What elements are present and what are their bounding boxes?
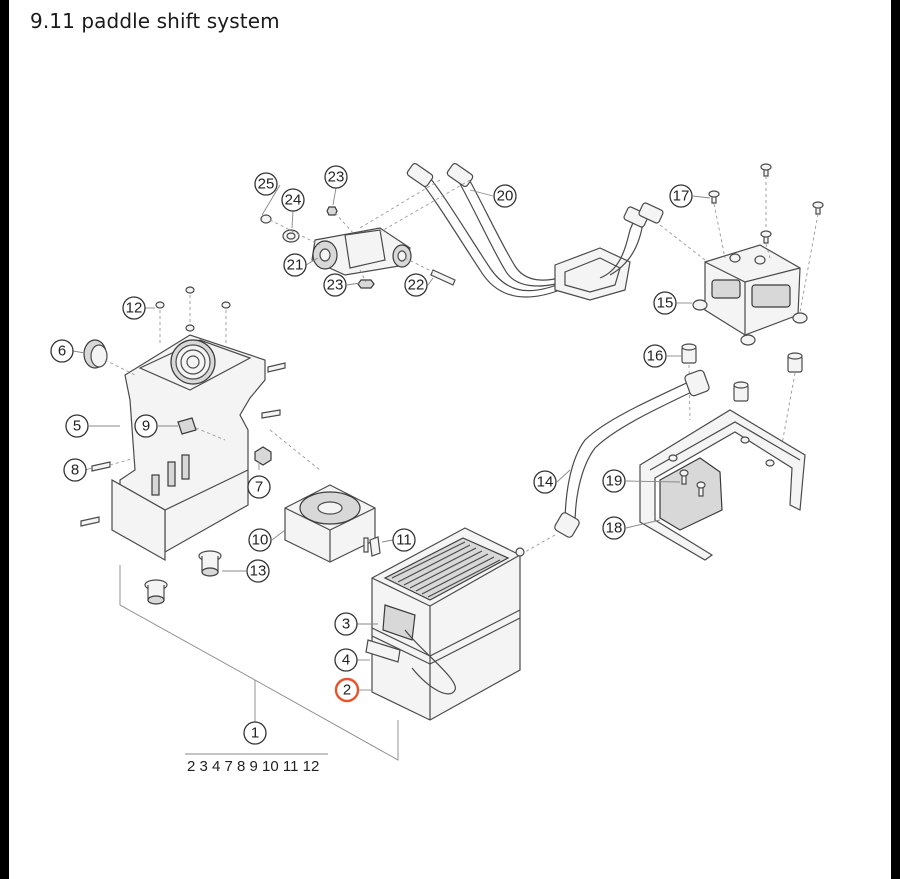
callout-15[interactable]: 15 [653,291,677,315]
mounting-bracket[interactable] [639,409,806,561]
hose-line[interactable] [524,369,710,553]
fan-bolt[interactable] [369,536,381,557]
callout-14-label: 14 [537,474,554,491]
callout-25-label: 25 [258,176,275,193]
callout-3-label: 3 [342,616,350,633]
callout-1-label: 1 [251,725,259,742]
callout-6[interactable]: 6 [50,339,74,363]
callout-23-bottom[interactable]: 23 [323,273,347,297]
callout-10[interactable]: 10 [248,528,272,552]
callout-25[interactable]: 25 [254,172,278,196]
page-title: 9.11 paddle shift system [30,9,280,33]
callout-24-label: 24 [285,192,302,209]
callout-12-label: 12 [126,300,143,317]
housing-bracket[interactable] [111,286,266,562]
actuator-assembly[interactable] [260,206,456,289]
callout-22-label: 22 [408,277,425,294]
callout-23-top-label: 23 [328,169,345,186]
clip[interactable] [177,417,226,441]
callout-4-label: 4 [342,652,350,669]
callout-23-bottom-label: 23 [327,277,344,294]
callout-2-label: 2 [343,682,351,699]
callout-9-label: 9 [142,418,150,435]
callout-9[interactable]: 9 [134,414,158,438]
callout-14[interactable]: 14 [533,470,557,494]
callout-5-label: 5 [73,418,81,435]
assembly-subparts-list: 2 3 4 7 8 9 10 11 12 [187,758,319,775]
callout-5[interactable]: 5 [65,414,89,438]
callout-20-label: 20 [497,188,514,205]
rubber-mount[interactable] [83,339,136,376]
main-unit-box[interactable] [365,527,525,721]
callout-17-label: 17 [673,188,690,205]
valve-block[interactable] [692,163,824,346]
callout-19-label: 19 [606,473,623,490]
callout-7-label: 7 [255,479,263,496]
callout-20[interactable]: 20 [493,184,517,208]
callout-8[interactable]: 8 [63,458,87,482]
screws[interactable] [80,362,286,527]
callout-11[interactable]: 11 [392,528,416,552]
cooling-fan[interactable] [269,429,376,563]
callout-2[interactable]: 2 [334,677,360,703]
callout-8-label: 8 [71,462,79,479]
callout-6-label: 6 [58,343,66,360]
callout-24[interactable]: 24 [281,188,305,212]
callout-19[interactable]: 19 [602,469,626,493]
callout-3[interactable]: 3 [334,612,358,636]
callout-12[interactable]: 12 [122,296,146,320]
callout-21-label: 21 [287,257,304,274]
callout-15-label: 15 [657,295,674,312]
callout-7[interactable]: 7 [247,475,271,499]
callout-16-label: 16 [647,348,664,365]
right-border [891,0,900,879]
hose-pair[interactable] [359,162,706,301]
callout-4[interactable]: 4 [334,648,358,672]
callout-18-label: 18 [606,520,623,537]
callout-23-top[interactable]: 23 [324,165,348,189]
callout-22[interactable]: 22 [404,273,428,297]
callout-11-label: 11 [396,532,412,549]
spacers[interactable] [681,343,803,456]
callout-16[interactable]: 16 [643,344,667,368]
left-border [0,0,9,879]
callout-13-label: 13 [250,563,267,580]
grommets[interactable] [144,550,222,605]
callout-17[interactable]: 17 [669,184,693,208]
callout-21[interactable]: 21 [283,253,307,277]
callout-10-label: 10 [252,532,269,549]
callout-18[interactable]: 18 [602,516,626,540]
callout-13[interactable]: 13 [246,559,270,583]
callout-1[interactable]: 1 [243,721,267,745]
